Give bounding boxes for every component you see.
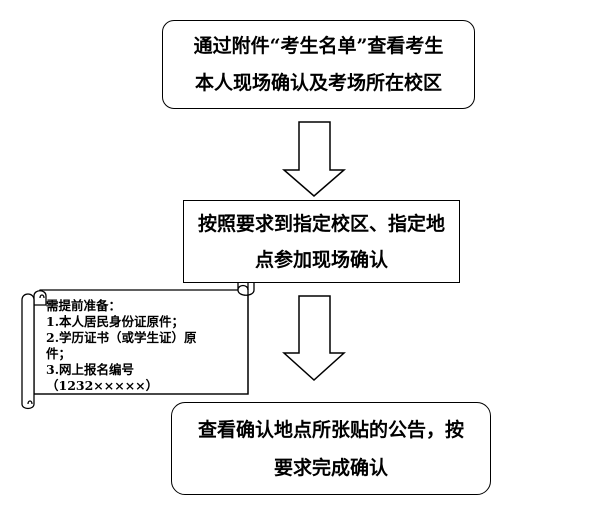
step-1-box: 通过附件“考生名单”查看考生 本人现场确认及考场所在校区 xyxy=(162,20,475,109)
step-3-line-1: 查看确认地点所张贴的公告，按 xyxy=(197,418,464,441)
note-item: 2.学历证书（或学生证）原 xyxy=(46,330,197,345)
step-1-line-2: 本人现场确认及考场所在校区 xyxy=(194,71,442,94)
down-arrow-1 xyxy=(281,121,347,197)
note-item: 1.本人居民身份证原件； xyxy=(46,314,185,329)
note-item: 件； xyxy=(46,346,72,361)
note-item: 3.网上报名编号 xyxy=(46,362,135,377)
down-arrow-2 xyxy=(282,295,346,382)
step-2-line-2: 点参加现场确认 xyxy=(254,248,388,271)
step-1-line-1: 通过附件“考生名单”查看考生 xyxy=(193,34,444,57)
note-item: （1232×××××） xyxy=(46,378,159,393)
step-2-line-1: 按照要求到指定校区、指定地 xyxy=(197,212,445,235)
step-3-box: 查看确认地点所张贴的公告，按 要求完成确认 xyxy=(171,402,491,495)
preparation-note: 需提前准备： 1.本人居民身份证原件； 2.学历证书（或学生证）原 件； 3.网… xyxy=(46,298,197,394)
scroll-note-shape xyxy=(21,276,255,410)
step-2-box: 按照要求到指定校区、指定地 点参加现场确认 xyxy=(183,200,460,283)
step-3-line-2: 要求完成确认 xyxy=(273,456,388,479)
note-title: 需提前准备： xyxy=(46,298,122,313)
